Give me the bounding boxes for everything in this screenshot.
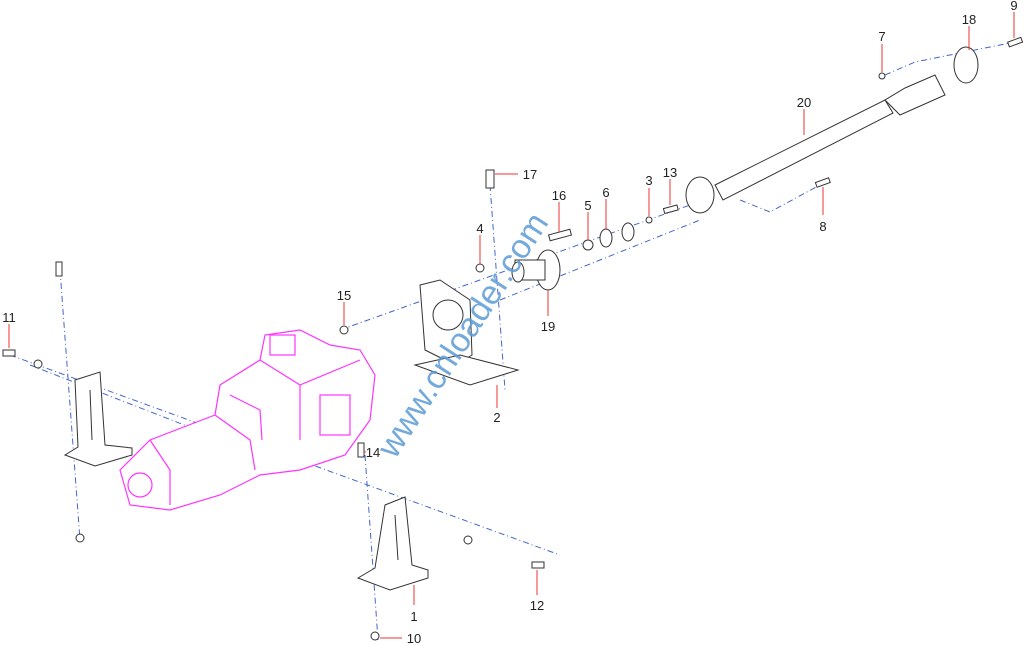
callout-18: 18 [962,12,976,27]
callout-16: 16 [552,188,566,203]
callout-10: 10 [407,631,421,645]
callout-14: 14 [366,445,380,460]
callout-3: 3 [645,173,652,188]
callout-19: 19 [541,319,555,334]
mount-bracket-1 [356,496,429,591]
left-mount-bracket [63,371,133,467]
callout-2: 2 [493,410,500,425]
callout-7: 7 [878,29,885,44]
callout-1: 1 [410,609,417,624]
fasteners [2,36,1024,641]
callout-5: 5 [584,198,591,213]
callout-12: 12 [530,598,544,613]
callout-15: 15 [337,288,351,303]
callout-11: 11 [2,310,16,325]
mount-plate-2 [413,279,520,386]
callout-8: 8 [819,219,826,234]
callout-17: 17 [523,167,537,182]
drive-shaft-20 [685,46,979,214]
callout-20: 20 [797,95,811,110]
centerlines [9,41,1016,641]
watermark: www.cnloader.com [369,206,556,465]
hydraulic-pump [119,329,376,511]
callout-13: 13 [663,165,677,180]
callout-6: 6 [602,185,609,200]
callout-9: 9 [1010,0,1017,13]
callout-4: 4 [476,221,483,236]
